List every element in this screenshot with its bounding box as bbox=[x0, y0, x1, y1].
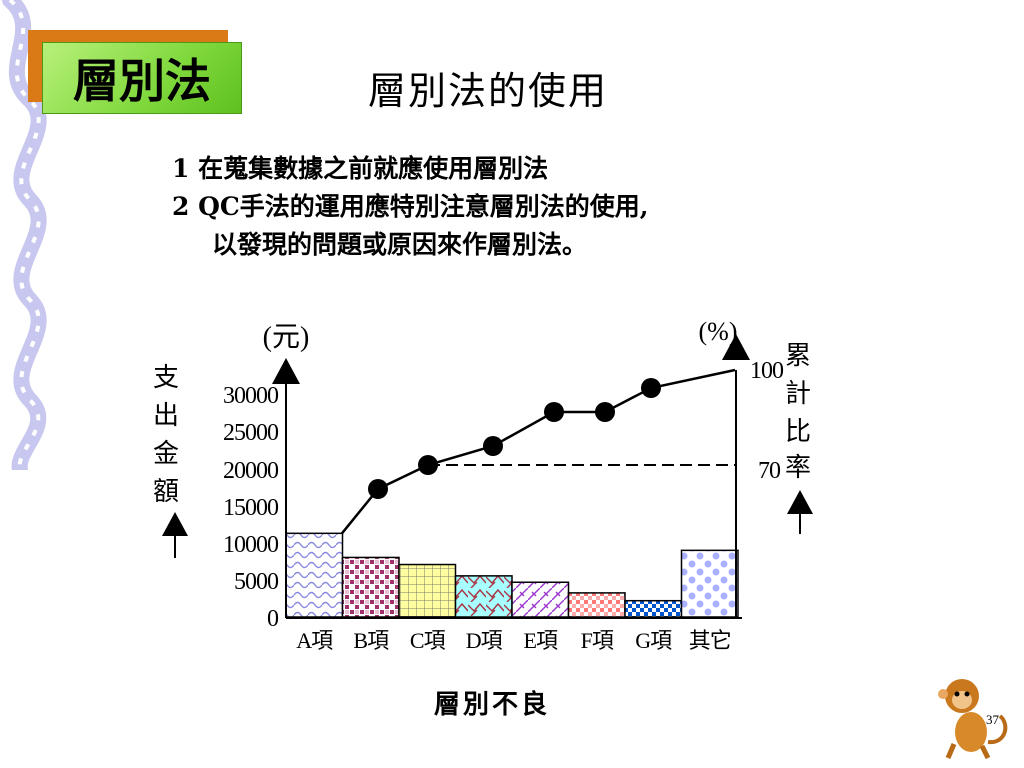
category-label: A項 bbox=[296, 628, 333, 653]
right-axis-title-char: 率 bbox=[785, 453, 811, 482]
left-tick-label: 10000 bbox=[223, 532, 279, 558]
slide-heading: 層別法的使用 bbox=[368, 69, 609, 113]
page-number: 37 bbox=[986, 712, 999, 727]
bar-5 bbox=[511, 581, 570, 618]
right-axis-arrow bbox=[722, 334, 750, 360]
category-label: G項 bbox=[635, 628, 672, 653]
cumulative-line bbox=[341, 368, 736, 535]
left-tick-label: 25000 bbox=[223, 420, 279, 446]
bar-6 bbox=[567, 592, 626, 618]
right-tick-label: 100 bbox=[750, 358, 784, 384]
cumulative-point-3 bbox=[483, 436, 503, 456]
cumulative-point-5 bbox=[595, 402, 615, 422]
left-tick-label: 5000 bbox=[234, 569, 279, 595]
left-unit-label: (元) bbox=[263, 322, 310, 353]
bar-4 bbox=[454, 575, 513, 618]
cumulative-point-4 bbox=[544, 402, 564, 422]
chart-caption: 層別不良 bbox=[434, 690, 551, 720]
right-axis-title-char: 計 bbox=[785, 379, 811, 408]
right-tick-label: 70 bbox=[758, 458, 781, 484]
bar-7 bbox=[624, 599, 683, 618]
right-title-arrow-head bbox=[787, 490, 813, 514]
decorative-ribbon bbox=[2, 0, 47, 470]
title-badge-label: 層別法 bbox=[42, 42, 242, 114]
category-label: F項 bbox=[581, 628, 614, 653]
bar-2 bbox=[341, 556, 400, 618]
title-badge: 層別法 bbox=[28, 30, 246, 118]
right-axis-title-char: 累 bbox=[785, 341, 811, 370]
bar-1 bbox=[285, 532, 344, 618]
labels-layer: 0 5000 10000 15000 20000 25000 30000 70 100 (元) (%… bbox=[153, 317, 811, 653]
left-axis-title-char: 額 bbox=[153, 477, 179, 506]
left-axis-arrow bbox=[272, 358, 300, 384]
bars-layer bbox=[285, 532, 739, 618]
bullet-list: 1 在蒐集數據之前就應使用層別法 2 QC手法的運用應特別注意層別法的使用, 以… bbox=[172, 150, 648, 264]
left-tick-label: 0 bbox=[267, 606, 279, 632]
right-axis-title-char: 比 bbox=[785, 417, 811, 446]
left-axis-title-char: 支 bbox=[153, 363, 179, 392]
cumulative-point-6 bbox=[641, 378, 661, 398]
bullet-item-1: 1 在蒐集數據之前就應使用層別法 bbox=[172, 154, 549, 183]
right-unit-label: (%) bbox=[699, 317, 738, 346]
category-label: B項 bbox=[353, 628, 389, 653]
axes-layer bbox=[162, 334, 813, 619]
category-label: E項 bbox=[524, 628, 558, 653]
cumulative-line-layer bbox=[341, 368, 736, 535]
left-tick-label: 20000 bbox=[223, 458, 279, 484]
left-title-arrow-head bbox=[162, 512, 188, 536]
monkey-mascot-icon bbox=[938, 679, 1008, 760]
bar-8 bbox=[680, 549, 739, 618]
left-tick-label: 30000 bbox=[223, 383, 279, 409]
bullet-item-2-continuation: 以發現的問題或原因來作層別法。 bbox=[212, 230, 588, 259]
bar-3 bbox=[398, 563, 457, 618]
category-label: D項 bbox=[466, 628, 503, 653]
left-axis-title-char: 出 bbox=[153, 401, 179, 430]
cumulative-point-1 bbox=[368, 479, 388, 499]
category-label: C項 bbox=[410, 628, 446, 653]
left-axis-title-char: 金 bbox=[153, 439, 179, 468]
bullet-item-2: 2 QC手法的運用應特別注意層別法的使用, bbox=[172, 192, 649, 221]
left-tick-label: 15000 bbox=[223, 495, 279, 521]
category-label: 其它 bbox=[689, 628, 731, 653]
